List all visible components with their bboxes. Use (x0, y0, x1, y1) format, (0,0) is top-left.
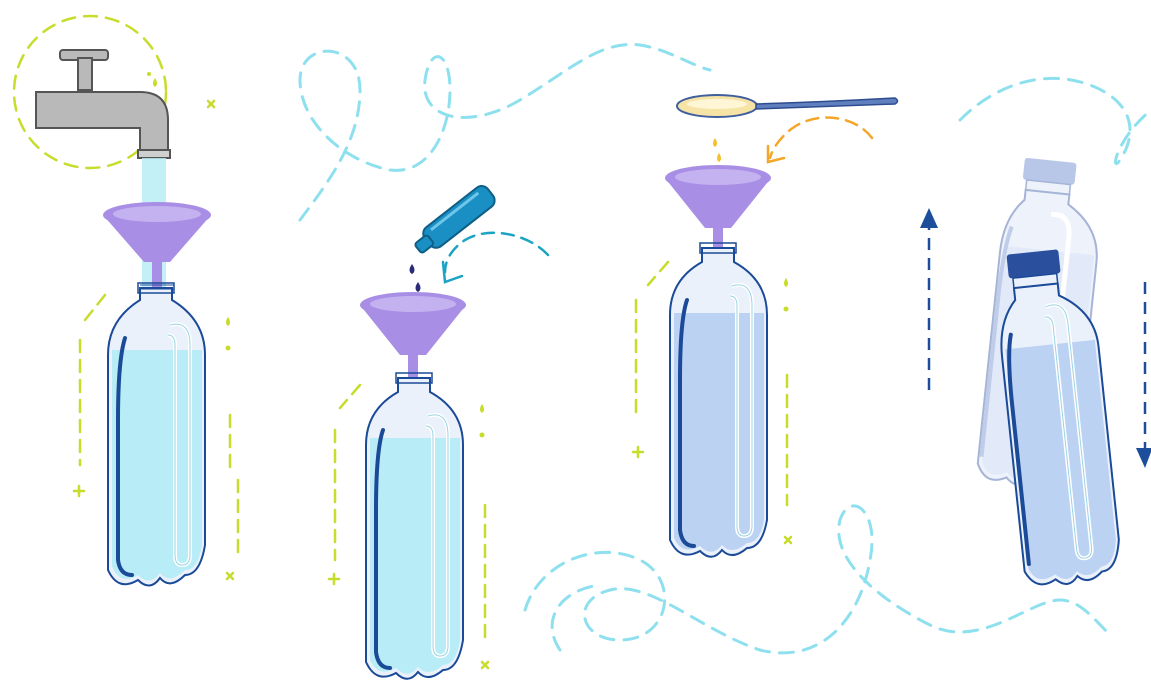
step-3-add-oil (665, 95, 898, 557)
plus-mark-2 (329, 574, 339, 584)
x-mark-4 (785, 537, 791, 543)
bottle-icon (108, 283, 205, 586)
step-4-shake (920, 156, 1151, 588)
plus-mark-1 (74, 486, 84, 496)
cyan-dashed-bottom-left (552, 585, 600, 650)
lime-bracket-3 (636, 262, 668, 420)
dot (480, 433, 485, 438)
plus-mark-3 (633, 447, 643, 457)
up-arrow-icon (920, 208, 938, 390)
drop-icon (784, 278, 788, 287)
drop-icon (480, 404, 484, 413)
x-mark-3 (482, 662, 488, 668)
cyan-dashed-loop-top (300, 44, 710, 220)
x-mark-1 (208, 101, 214, 107)
dropper-icon (411, 183, 498, 259)
funnel-icon (103, 202, 211, 292)
dot (147, 72, 151, 76)
down-arrow-icon (1136, 282, 1151, 468)
dot (226, 346, 231, 351)
teal-dashed-arrow-curve (445, 233, 548, 272)
cyan-dashed-loop-right (960, 78, 1151, 163)
spoon-icon (677, 95, 898, 117)
x-mark-2 (227, 573, 233, 579)
drop-icon (153, 78, 157, 87)
lime-bracket-2 (335, 385, 360, 560)
step-1-fill-water (36, 50, 211, 586)
bottle-icon (670, 243, 767, 557)
dot (784, 307, 789, 312)
bottle-icon (366, 373, 463, 679)
drop-icon (226, 317, 230, 326)
faucet-icon (36, 50, 170, 158)
orange-dashed-arrow-curve (770, 118, 872, 158)
step-2-add-dye (360, 183, 498, 679)
lime-bracket-1b (230, 415, 238, 560)
lime-bracket-1 (80, 295, 105, 465)
